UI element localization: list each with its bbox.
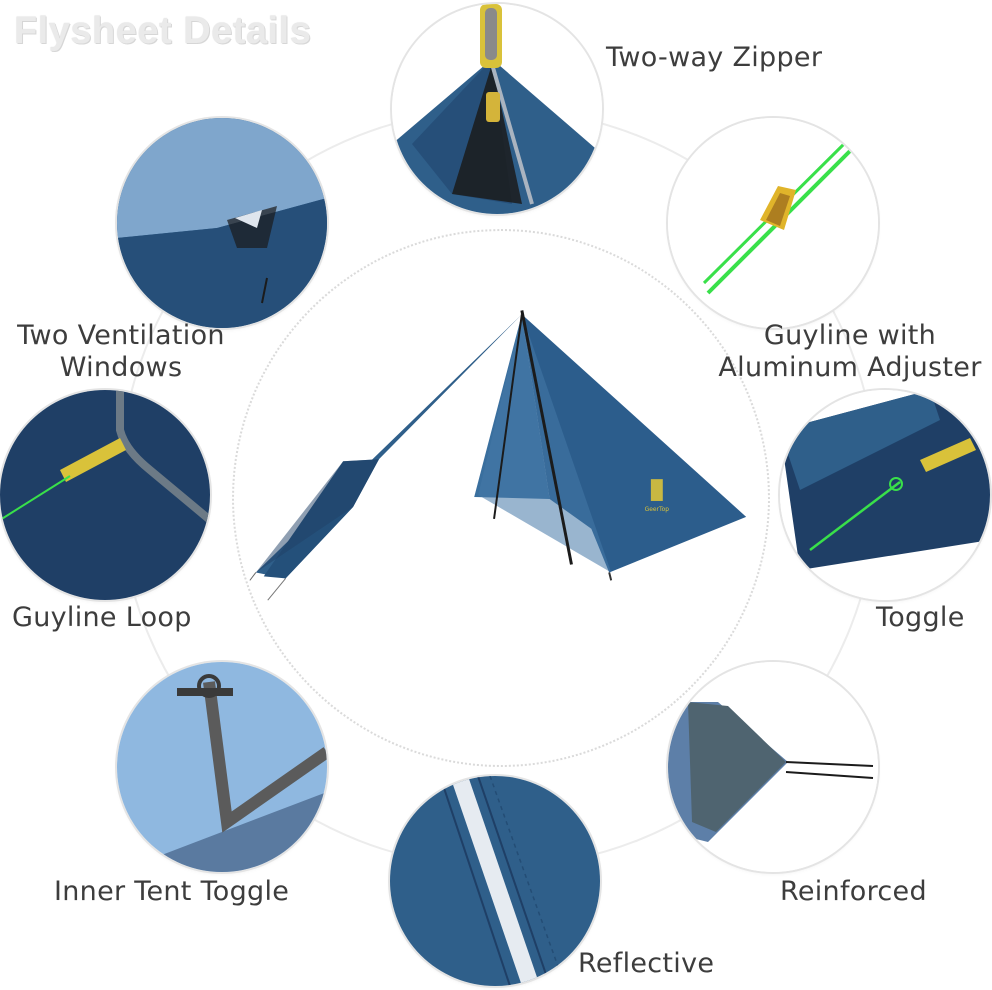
tent-illustration: GeerTop	[249, 310, 747, 601]
reinforced-label: Reinforced	[780, 876, 927, 907]
ventilation-label-line1: Two Ventilation	[17, 320, 225, 351]
reinforced-corner-icon	[668, 662, 878, 872]
adjuster-label-line2: Aluminum Adjuster	[718, 352, 982, 383]
reinforced-detail-circle	[668, 662, 878, 872]
ventilation-detail-circle	[117, 118, 327, 328]
zipper-icon	[392, 4, 602, 214]
toggle-label: Toggle	[876, 602, 965, 633]
adjuster-detail-circle	[668, 118, 878, 328]
ventilation-label: Two Ventilation Windows	[6, 320, 236, 384]
reflective-strip-icon	[390, 776, 600, 986]
ventilation-label-line2: Windows	[59, 352, 183, 383]
zipper-detail-circle	[392, 4, 602, 214]
inner-toggle-icon	[117, 662, 327, 872]
adjuster-icon	[668, 118, 878, 328]
window-icon	[117, 118, 327, 328]
toggle-detail-circle	[780, 390, 990, 600]
inner-toggle-detail-circle	[117, 662, 327, 872]
reflective-detail-circle	[390, 776, 600, 986]
inner-toggle-label: Inner Tent Toggle	[54, 876, 290, 907]
loop-detail-circle	[0, 390, 210, 600]
zipper-label: Two-way Zipper	[606, 42, 823, 73]
adjuster-label: Guyline with Aluminum Adjuster	[708, 320, 992, 384]
center-tent-circle: GeerTop	[232, 229, 770, 767]
toggle-icon	[780, 390, 990, 600]
reflective-label: Reflective	[578, 948, 715, 979]
page-title: Flysheet Details	[14, 10, 312, 52]
guyline-loop-label: Guyline Loop	[12, 602, 192, 633]
svg-text:GeerTop: GeerTop	[645, 506, 670, 513]
loop-icon	[0, 390, 210, 600]
adjuster-label-line1: Guyline with	[763, 320, 937, 351]
